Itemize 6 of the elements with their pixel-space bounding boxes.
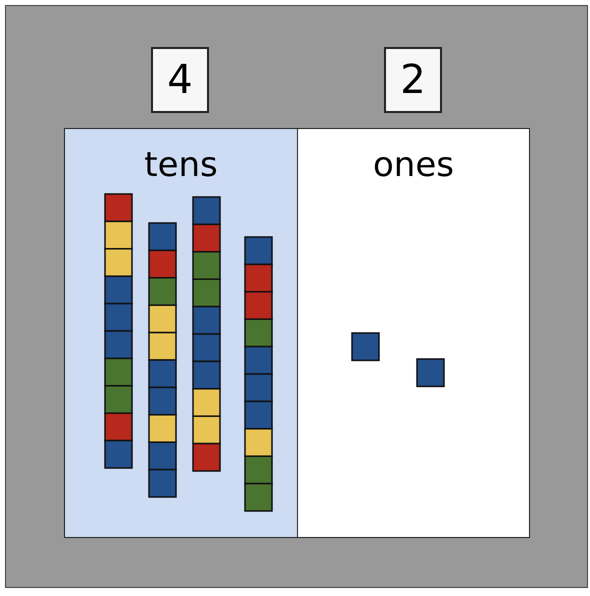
- digit-card: 2: [384, 47, 442, 113]
- digit-card: 4: [151, 47, 209, 113]
- column-heading: tens: [144, 144, 218, 187]
- place-value-column: [64, 128, 298, 538]
- place-value-column: [297, 128, 530, 538]
- column-heading: ones: [373, 144, 454, 187]
